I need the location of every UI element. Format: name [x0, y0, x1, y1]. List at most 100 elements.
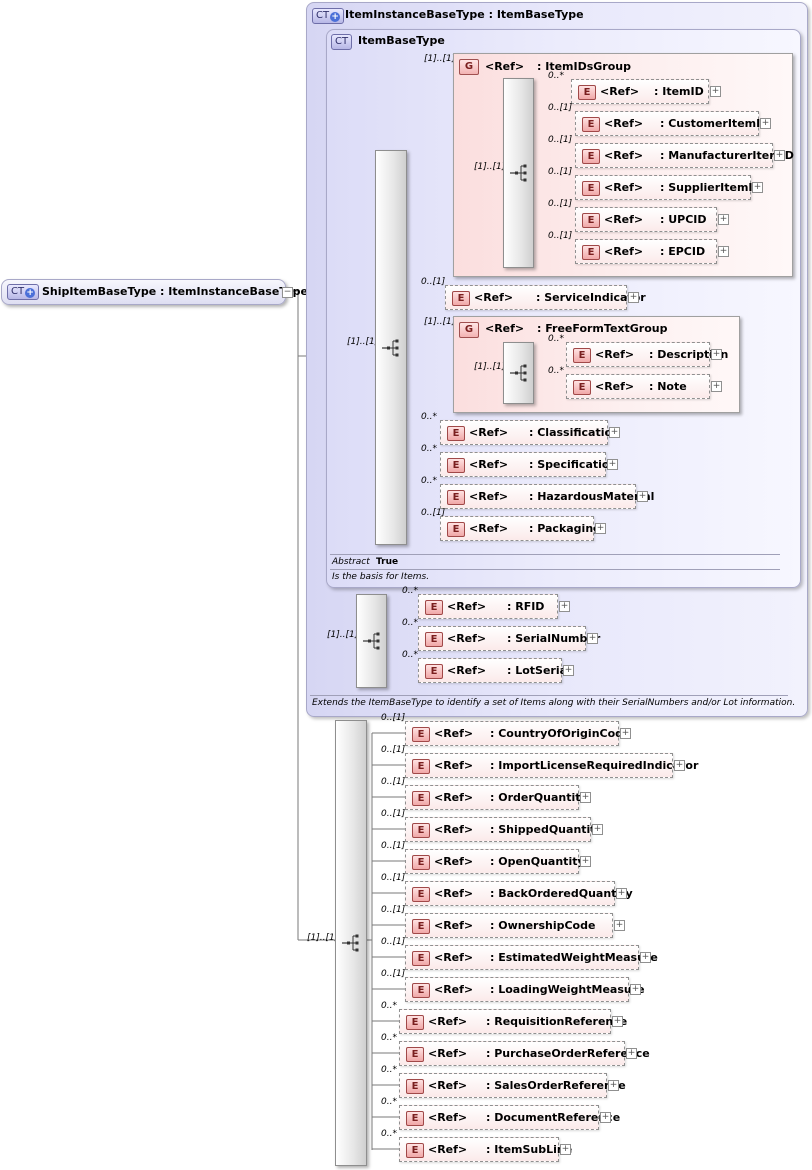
element-ref-box[interactable]: E<Ref>: UPCID — [575, 207, 717, 232]
element-ref-box[interactable]: E<Ref>: OpenQuantity — [405, 849, 585, 874]
element-ref-box[interactable]: E<Ref>: ImportLicenseRequiredIndicator — [405, 753, 698, 778]
element-ref-box[interactable]: E<Ref>: EstimatedWeightMeasure — [405, 945, 658, 970]
expand-icon[interactable]: + — [620, 728, 631, 739]
expand-icon[interactable]: + — [614, 920, 625, 931]
element-cardinality: 0..[1] — [548, 199, 573, 209]
root-type-label: ShipItemBaseType : ItemInstanceBaseType — [42, 285, 309, 298]
element-cardinality: 0..[1] — [548, 167, 573, 177]
expand-icon[interactable]: + — [718, 246, 729, 257]
expand-icon[interactable]: + — [710, 86, 721, 97]
expand-icon[interactable]: + — [718, 214, 729, 225]
element-ref-box[interactable]: E<Ref>: ManufacturerItemID — [575, 143, 794, 168]
element-ref-box[interactable]: E<Ref>: CountryOfOriginCode — [405, 721, 631, 746]
expand-icon[interactable]: + — [628, 292, 639, 303]
expand-icon[interactable]: + — [612, 1016, 623, 1027]
element-ref-box[interactable]: E<Ref>: DocumentReference — [399, 1105, 620, 1130]
element-name: : RFID — [507, 600, 545, 613]
expand-icon[interactable]: + — [609, 427, 620, 438]
element-cardinality: 0..* — [421, 444, 437, 454]
element-ref-box[interactable]: E<Ref>: LotSerial — [418, 658, 571, 683]
plus-circle-icon: + — [330, 12, 341, 22]
expand-icon[interactable]: + — [595, 523, 606, 534]
element-ref-box[interactable]: E<Ref>: SalesOrderReference — [399, 1073, 626, 1098]
element-ref-label: <Ref> — [447, 664, 487, 677]
ids-group-ref: <Ref> — [485, 60, 525, 73]
element-ref-box[interactable]: E<Ref>: Description — [566, 342, 728, 367]
ids-sequence-compositor[interactable] — [503, 78, 534, 268]
expand-icon[interactable]: + — [592, 824, 603, 835]
expand-icon[interactable]: + — [711, 349, 722, 360]
element-ref-label: <Ref> — [428, 1111, 468, 1124]
bottom-sequence-compositor[interactable] — [335, 720, 367, 1166]
element-ref-box[interactable]: E<Ref>: OrderQuantity — [405, 785, 588, 810]
freeform-sequence-compositor[interactable] — [503, 342, 534, 404]
element-ref-box[interactable]: E<Ref>: ShippedQuantity — [405, 817, 603, 842]
root-collapse-toggle[interactable]: − — [282, 287, 293, 298]
element-ref-box[interactable]: E<Ref>: ServiceIndicator — [445, 285, 646, 310]
element-ref-box[interactable]: E<Ref>: BackOrderedQuantity — [405, 881, 633, 906]
element-name: : Classification — [529, 426, 620, 439]
element-ref-box[interactable]: E<Ref>: CustomerItemID — [575, 111, 769, 136]
element-cardinality: 0..[1] — [381, 905, 406, 915]
expand-icon[interactable]: + — [774, 150, 785, 161]
element-ref-label: <Ref> — [604, 117, 644, 130]
element-ref-label: <Ref> — [434, 855, 474, 868]
element-ref-label: <Ref> — [447, 632, 487, 645]
expand-icon[interactable]: + — [559, 601, 570, 612]
expand-icon[interactable]: + — [560, 1144, 571, 1155]
expand-icon[interactable]: + — [637, 491, 648, 502]
element-cardinality: 0..[1] — [381, 809, 406, 819]
expand-icon[interactable]: + — [760, 118, 771, 129]
element-ref-label: <Ref> — [469, 458, 509, 471]
element-ref-label: <Ref> — [604, 245, 644, 258]
expand-icon[interactable]: + — [616, 888, 627, 899]
element-ref-box[interactable]: E<Ref>: Specification — [440, 452, 617, 477]
expand-icon[interactable]: + — [674, 760, 685, 771]
element-ref-box[interactable]: E<Ref>: Packaging — [440, 516, 601, 541]
expand-icon[interactable]: + — [752, 182, 763, 193]
element-ref-label: <Ref> — [434, 919, 474, 932]
expand-icon[interactable]: + — [607, 459, 618, 470]
element-badge-icon: E — [406, 1047, 424, 1062]
element-ref-box[interactable]: E<Ref>: Note — [566, 374, 710, 399]
element-badge-icon: E — [582, 245, 600, 260]
element-ref-box[interactable]: E<Ref>: ItemID — [571, 79, 709, 104]
element-ref-box[interactable]: E<Ref>: OwnershipCode — [405, 913, 613, 938]
element-ref-box[interactable]: E<Ref>: LoadingWeightMeasure — [405, 977, 645, 1002]
expand-icon[interactable]: + — [580, 856, 591, 867]
group-badge: G — [459, 59, 479, 75]
element-name: : SupplierItemID — [660, 181, 762, 194]
freeform-group-cardinality: [1]..[1] — [424, 317, 456, 327]
element-ref-box[interactable]: E<Ref>: PurchaseOrderReference — [399, 1041, 650, 1066]
element-badge-icon: E — [447, 490, 465, 505]
expand-icon[interactable]: + — [640, 952, 651, 963]
element-name: : Note — [649, 380, 687, 393]
expand-icon[interactable]: + — [626, 1048, 637, 1059]
element-badge-icon: E — [412, 823, 430, 838]
expand-icon[interactable]: + — [711, 381, 722, 392]
element-ref-box[interactable]: E<Ref>: RequisitionReference — [399, 1009, 627, 1034]
sequence-icon — [509, 163, 529, 183]
expand-icon[interactable]: + — [630, 984, 641, 995]
element-badge-icon: E — [425, 600, 443, 615]
element-badge-icon: E — [412, 887, 430, 902]
element-ref-box[interactable]: E<Ref>: RFID — [418, 594, 558, 619]
inner-sequence-compositor[interactable] — [375, 150, 407, 545]
sequence-icon — [509, 363, 529, 383]
expand-icon[interactable]: + — [563, 665, 574, 676]
root-type-box[interactable]: CT+ ShipItemBaseType : ItemInstanceBaseT… — [1, 279, 308, 305]
element-ref-box[interactable]: E<Ref>: SerialNumber — [418, 626, 600, 651]
element-ref-box[interactable]: E<Ref>: SupplierItemID — [575, 175, 762, 200]
element-ref-box[interactable]: E<Ref>: ItemSubLine — [399, 1137, 572, 1162]
element-ref-box[interactable]: E<Ref>: Classification — [440, 420, 620, 445]
element-ref-label: <Ref> — [600, 85, 640, 98]
expand-icon[interactable]: + — [580, 792, 591, 803]
expand-icon[interactable]: + — [600, 1112, 611, 1123]
element-ref-box[interactable]: E<Ref>: HazardousMaterial — [440, 484, 654, 509]
element-cardinality: 0..* — [381, 1033, 397, 1043]
expand-icon[interactable]: + — [608, 1080, 619, 1091]
element-badge-icon: E — [573, 380, 591, 395]
element-ref-box[interactable]: E<Ref>: EPCID — [575, 239, 717, 264]
outer-sequence-compositor[interactable] — [356, 594, 387, 688]
expand-icon[interactable]: + — [587, 633, 598, 644]
